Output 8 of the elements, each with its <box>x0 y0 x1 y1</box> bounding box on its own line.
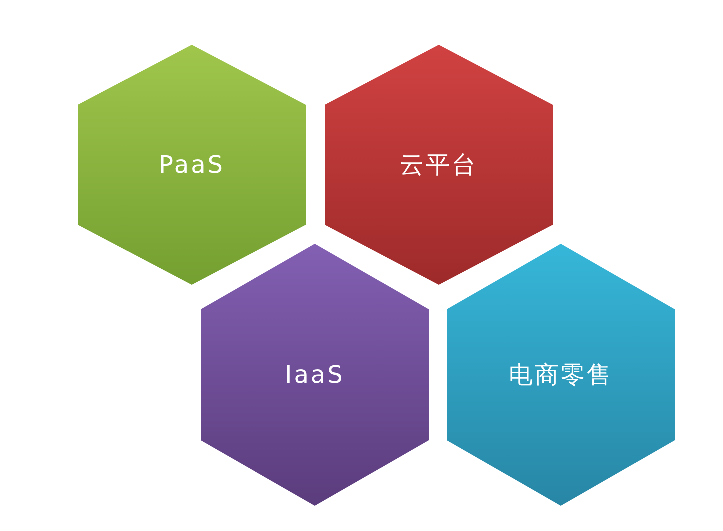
tile-label: IaaS <box>284 361 346 389</box>
hexagon-tile <box>78 45 306 285</box>
tile-label: 电商零售 <box>508 360 614 391</box>
hexagon-tile <box>325 45 553 285</box>
hexagon-tile <box>447 244 675 506</box>
hexagon-tile <box>201 244 429 506</box>
tile-label: 云平台 <box>399 150 479 181</box>
tile-label: PaaS <box>158 151 226 179</box>
